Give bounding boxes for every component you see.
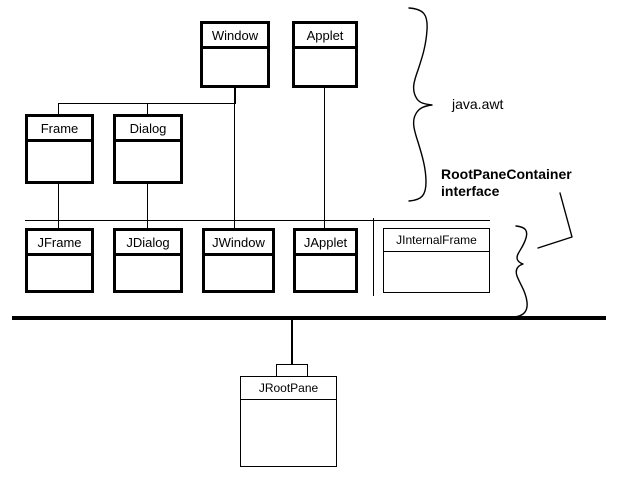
class-body-window (203, 49, 267, 82)
connector-window-to-jwindow (234, 88, 235, 228)
connector-bus-to-jrootpane (291, 318, 293, 364)
brace-java-awt (408, 7, 433, 202)
class-title-jframe: JFrame (28, 231, 91, 256)
interface-leader-line (537, 192, 573, 249)
rootpane-container-bus (12, 316, 606, 320)
class-body-applet (295, 49, 355, 82)
class-body-frame (28, 142, 91, 178)
class-body-jwindow (205, 256, 272, 287)
interface-label-rootpanecontainer: RootPaneContainer interface (441, 166, 572, 200)
class-body-dialog (116, 142, 180, 178)
connector-bus-awt-top (58, 103, 235, 104)
class-title-applet: Applet (295, 24, 355, 49)
class-body-japplet (296, 256, 355, 287)
package-separator-line (25, 220, 490, 221)
class-body-jdialog (116, 256, 180, 287)
group-divider-line (373, 218, 374, 296)
class-box-japplet: JApplet (293, 228, 358, 293)
class-box-jinternalframe: JInternalFrame (383, 228, 490, 293)
class-title-frame: Frame (28, 117, 91, 142)
class-box-jdialog: JDialog (113, 228, 183, 293)
class-box-dialog: Dialog (113, 114, 183, 184)
connector-applet-to-japplet (324, 88, 325, 228)
connector-dialog-up (147, 103, 148, 114)
class-title-jrootpane: JRootPane (241, 377, 336, 400)
class-title-jwindow: JWindow (205, 231, 272, 256)
class-box-jwindow: JWindow (202, 228, 275, 293)
class-box-jframe: JFrame (25, 228, 94, 293)
package-label-java-awt: java.awt (452, 96, 504, 112)
interface-label-line1: RootPaneContainer (441, 166, 572, 182)
class-box-frame: Frame (25, 114, 94, 184)
class-title-dialog: Dialog (116, 117, 180, 142)
class-box-applet: Applet (292, 21, 358, 88)
class-body-jinternalframe (384, 252, 489, 290)
connector-dialog-to-jdialog (147, 184, 148, 228)
class-title-jdialog: JDialog (116, 231, 180, 256)
class-body-jframe (28, 256, 91, 287)
class-box-window: Window (200, 21, 270, 88)
connector-frame-up (58, 103, 59, 114)
class-body-jrootpane (241, 400, 336, 463)
interface-label-line2: interface (441, 183, 500, 199)
class-title-window: Window (203, 24, 267, 49)
connector-window-down-stub (234, 88, 236, 104)
connector-frame-to-jframe (58, 184, 59, 228)
class-title-japplet: JApplet (296, 231, 355, 256)
brace-rootpanecontainer (513, 225, 528, 318)
connector-stub-jrootpane (276, 364, 308, 377)
class-title-jinternalframe: JInternalFrame (384, 229, 489, 252)
class-box-jrootpane: JRootPane (240, 376, 337, 467)
